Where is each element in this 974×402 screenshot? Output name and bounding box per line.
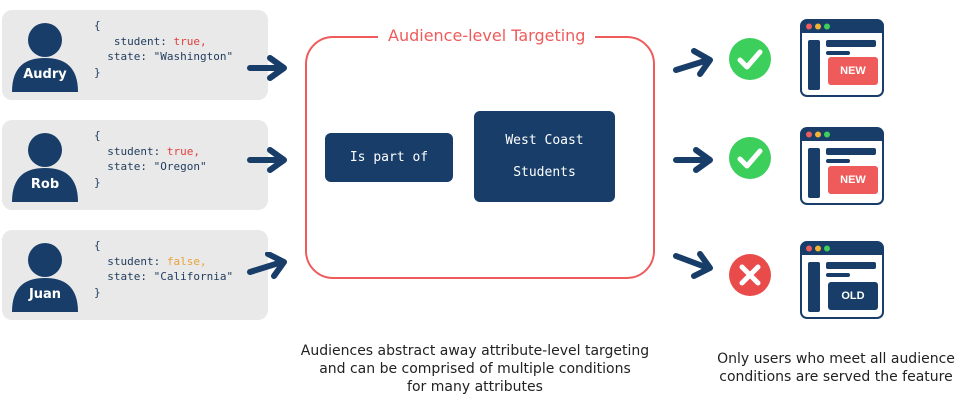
audience-name-line2: Students	[513, 164, 576, 180]
audiences-caption: Audiences abstract away attribute-level …	[300, 343, 650, 395]
cross-circle-icon	[729, 254, 771, 296]
condition-box: Is part of	[325, 133, 453, 182]
feature-badge: NEW	[828, 57, 878, 85]
arrow-right-icon	[247, 252, 287, 279]
user-card-audry: Audry { student: true, state: "Washingto…	[2, 10, 268, 100]
user-attributes-code: { student: true, state: "Oregon" }	[94, 129, 207, 189]
user-name: Audry	[23, 67, 67, 82]
check-circle-icon	[729, 38, 771, 80]
arrow-right-icon	[247, 55, 287, 81]
person-icon	[12, 243, 78, 312]
user-name: Rob	[30, 177, 60, 192]
arrow-right-icon	[673, 48, 713, 77]
arrow-right-icon	[673, 251, 713, 279]
person-icon	[12, 133, 78, 202]
served-caption: Only users who meet all audience conditi…	[717, 351, 955, 385]
audience-targeting-title: Audience-level Targeting	[378, 26, 596, 45]
user-card-rob: Rob { student: true, state: "Oregon" }	[2, 120, 268, 210]
user-name: Juan	[28, 287, 62, 302]
user-attributes-code: { student: false, state: "California" }	[94, 239, 234, 299]
feature-badge: OLD	[828, 282, 878, 310]
user-card-juan: Juan { student: false, state: "Californi…	[2, 230, 268, 320]
arrow-right-icon	[247, 147, 287, 173]
audience-name-line1: West Coast	[505, 132, 584, 148]
arrow-right-icon	[673, 147, 713, 173]
audience-box: West Coast Students	[474, 111, 615, 202]
feature-badge: NEW	[828, 166, 878, 194]
check-circle-icon	[729, 137, 771, 179]
person-icon	[12, 23, 78, 92]
user-attributes-code: { student: true, state: "Washington" }	[94, 19, 234, 79]
